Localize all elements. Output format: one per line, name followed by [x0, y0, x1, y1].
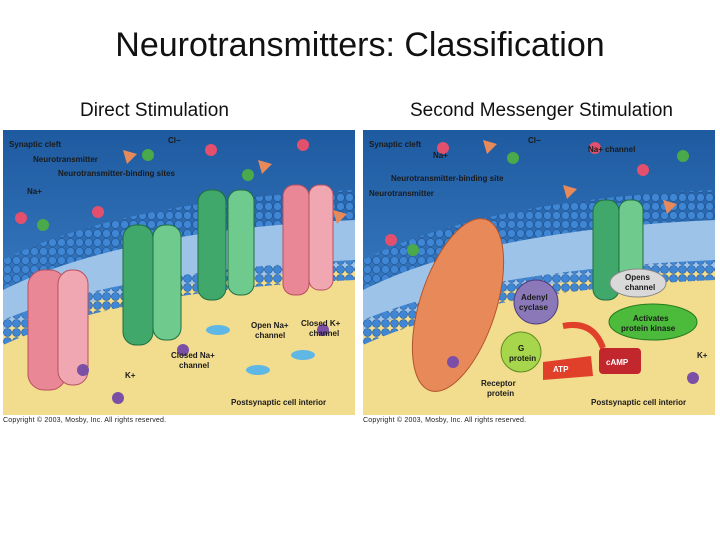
label-protein-kinase: protein kinase [621, 324, 676, 333]
cl-ion [37, 219, 49, 231]
na-ion [297, 139, 309, 151]
label-atp: ATP [553, 365, 569, 374]
closed-k-channel [282, 184, 334, 296]
label-protein: protein [509, 354, 536, 363]
label-channel-3: channel [179, 361, 209, 370]
adenyl-cyclase [513, 279, 559, 325]
receptor-protein [411, 218, 505, 392]
activation-arrow [562, 322, 606, 350]
copyright-left: Copyright © 2003, Mosby, Inc. All rights… [3, 417, 167, 424]
na-ion [205, 144, 217, 156]
label-channel-1: channel [255, 331, 285, 340]
vesicle [206, 325, 230, 335]
label-synaptic-cleft: Synaptic cleft [9, 140, 61, 149]
label-na: Na+ [27, 187, 42, 196]
na-ion [15, 212, 27, 224]
label-activates: Activates [633, 314, 669, 323]
second-messenger-diagram: Synaptic cleft Na+ Cl− Na+ channel Neuro… [363, 130, 715, 415]
label-opens: Opens [625, 273, 650, 282]
label-neurotransmitter: Neurotransmitter [369, 189, 434, 198]
label-binding-site: Neurotransmitter-binding site [391, 174, 504, 183]
label-interior: Postsynaptic cell interior [591, 398, 686, 407]
label-receptor-protein: protein [487, 389, 514, 398]
closed-na-channel [27, 269, 89, 391]
label-channel-2: channel [309, 329, 339, 338]
label-synaptic-cleft: Synaptic cleft [369, 140, 421, 149]
open-na-channel [122, 224, 182, 346]
direct-stimulation-heading: Direct Stimulation [80, 100, 229, 121]
k-ion [317, 324, 329, 336]
label-closed-k: Closed K+ [301, 319, 341, 328]
label-k: K+ [697, 351, 708, 360]
label-opens-channel: channel [625, 283, 655, 292]
label-neurotransmitter: Neurotransmitter [33, 155, 98, 164]
label-interior: Postsynaptic cell interior [231, 398, 326, 407]
label-receptor: Receptor [481, 379, 516, 388]
label-adenyl: Adenyl [521, 293, 548, 302]
label-na-channel: Na+ channel [588, 145, 635, 154]
label-g: G [518, 344, 524, 353]
cl-ion [142, 149, 154, 161]
membrane-inner-layer [3, 260, 355, 345]
g-protein [500, 331, 542, 373]
ions [15, 139, 347, 404]
label-closed-na: Closed Na+ [171, 351, 215, 360]
k-ion [112, 392, 124, 404]
copyright-right: Copyright © 2003, Mosby, Inc. All rights… [363, 417, 527, 424]
label-camp: cAMP [606, 358, 629, 367]
label-k: K+ [125, 371, 136, 380]
second-messenger-heading: Second Messenger Stimulation [410, 100, 673, 121]
k-ion [177, 344, 189, 356]
na-ion [92, 206, 104, 218]
opens-channel-bubble [609, 268, 667, 298]
neurotransmitter-icon [333, 210, 347, 224]
vesicle [291, 350, 315, 360]
k-ion [77, 364, 89, 376]
protein-kinase [608, 303, 698, 341]
page-title: Neurotransmitters: Classification [115, 26, 605, 64]
atp-arrow [543, 356, 593, 380]
neurotransmitter-binding-channel [197, 189, 255, 301]
membrane-outer-layer [3, 190, 355, 290]
label-na: Na+ [433, 151, 448, 160]
vesicle [246, 365, 270, 375]
label-cl: Cl− [528, 136, 541, 145]
cl-ion [242, 169, 254, 181]
label-open-na: Open Na+ [251, 321, 289, 330]
camp-box [599, 348, 641, 374]
direct-stimulation-diagram: Synaptic cleft Cl− Neurotransmitter Neur… [3, 130, 355, 415]
label-binding-sites: Neurotransmitter-binding sites [58, 169, 175, 178]
label-cyclase: cyclase [519, 303, 548, 312]
neurotransmitter-icon [258, 160, 272, 174]
neurotransmitter-icon [123, 150, 137, 164]
label-cl: Cl− [168, 136, 181, 145]
